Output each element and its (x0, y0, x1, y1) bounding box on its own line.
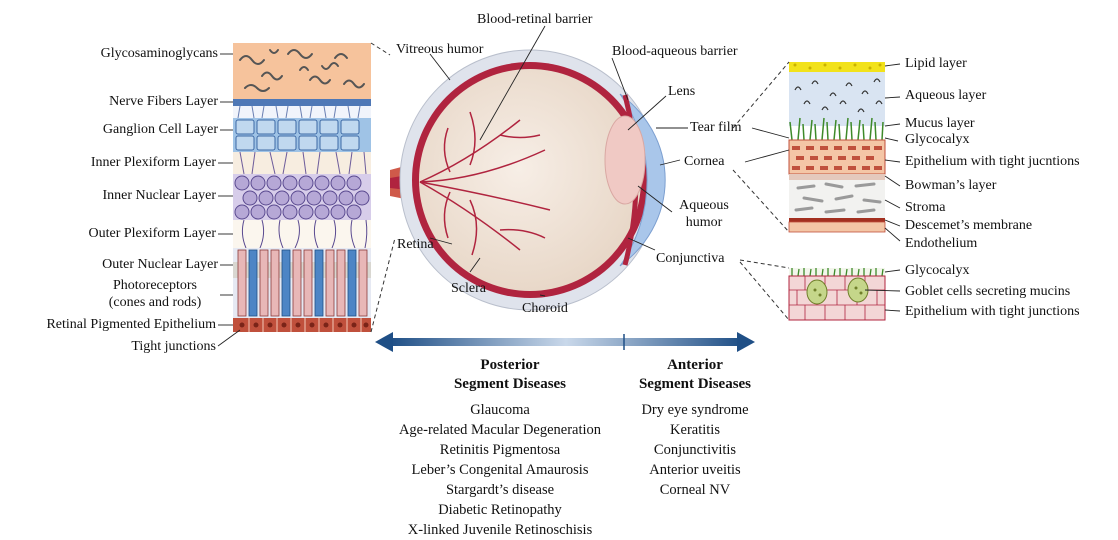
label-rpe: Retinal Pigmented Epithelium (46, 316, 216, 333)
disease-item: Corneal NV (615, 480, 775, 500)
anterior-segment-heading: Anterior Segment Diseases (620, 356, 770, 394)
disease-item: Diabetic Retinopathy (370, 500, 630, 520)
posterior-heading-line1: Posterior (420, 356, 600, 375)
label-mucus-layer: Mucus layer (905, 115, 975, 132)
label-photoreceptors-line2: (cones and rods) (90, 294, 220, 311)
label-retina: Retina (397, 236, 434, 253)
label-inner-nuclear: Inner Nuclear Layer (103, 187, 216, 204)
disease-item: Dry eye syndrome (615, 400, 775, 420)
label-aqueous-humor-line1: Aqueous (664, 197, 744, 214)
label-tear-film: Tear film (690, 119, 742, 136)
conjunctiva-block (789, 268, 885, 320)
label-cornea: Cornea (684, 153, 724, 170)
label-ganglion-cell: Ganglion Cell Layer (103, 121, 218, 138)
outer-plexiform-layer (233, 220, 371, 248)
label-corneal-epithelium: Epithelium with tight jucntions (905, 153, 1080, 170)
label-aqueous-layer: Aqueous layer (905, 87, 986, 104)
disease-item: Age-related Macular Degeneration (370, 420, 630, 440)
disease-item: Stargardt’s disease (370, 480, 630, 500)
label-vitreous-humor: Vitreous humor (396, 41, 483, 58)
label-conjunctival-epithelium: Epithelium with tight junctions (905, 303, 1080, 320)
disease-item: Anterior uveitis (615, 460, 775, 480)
disease-item: Retinitis Pigmentosa (370, 440, 630, 460)
label-outer-plexiform: Outer Plexiform Layer (88, 225, 216, 242)
label-tight-junctions: Tight junctions (131, 338, 216, 355)
label-choroid: Choroid (522, 300, 568, 317)
label-photoreceptors-line1: Photoreceptors (90, 277, 220, 294)
anterior-heading-line1: Anterior (620, 356, 770, 375)
label-blood-retinal-barrier: Blood-retinal barrier (477, 11, 592, 28)
label-photoreceptors: Photoreceptors (cones and rods) (90, 277, 220, 311)
conjunctiva-zoom-lines (740, 260, 789, 320)
label-corneal-glycocalyx: Glycocalyx (905, 131, 970, 148)
gag-layer (233, 43, 371, 99)
disease-item: X-linked Juvenile Retinoschisis (370, 520, 630, 540)
label-endothelium: Endothelium (905, 235, 977, 252)
label-sclera: Sclera (451, 280, 486, 297)
label-aqueous-humor-line2: humor (664, 214, 744, 231)
label-stroma: Stroma (905, 199, 945, 216)
label-descemet-membrane: Descemet’s membrane (905, 217, 1032, 234)
disease-item: Keratitis (615, 420, 775, 440)
segment-arrow (375, 332, 755, 352)
label-conjunctiva: Conjunctiva (656, 250, 724, 267)
label-goblet-cells: Goblet cells secreting mucins (905, 283, 1070, 300)
label-glycosaminoglycans: Glycosaminoglycans (101, 45, 218, 62)
label-lens: Lens (668, 83, 695, 100)
label-blood-aqueous-barrier: Blood-aqueous barrier (612, 43, 738, 60)
anterior-disease-list: Dry eye syndrome Keratitis Conjunctiviti… (615, 400, 775, 500)
cornea-block (789, 62, 885, 232)
posterior-heading-line2: Segment Diseases (420, 375, 600, 394)
label-nerve-fibers: Nerve Fibers Layer (109, 93, 218, 110)
label-conjunctival-glycocalyx: Glycocalyx (905, 262, 970, 279)
nerve-fiber-layer (233, 99, 371, 106)
retina-block (233, 43, 371, 332)
disease-item: Leber’s Congenital Amaurosis (370, 460, 630, 480)
label-lipid-layer: Lipid layer (905, 55, 967, 72)
label-outer-nuclear: Outer Nuclear Layer (102, 256, 218, 273)
disease-item: Conjunctivitis (615, 440, 775, 460)
posterior-disease-list: Glaucoma Age-related Macular Degeneratio… (370, 400, 630, 540)
label-bowman-layer: Bowman’s layer (905, 177, 996, 194)
label-inner-plexiform: Inner Plexiform Layer (91, 154, 216, 171)
posterior-segment-heading: Posterior Segment Diseases (420, 356, 600, 394)
label-aqueous-humor: Aqueous humor (664, 197, 744, 231)
disease-item: Glaucoma (370, 400, 630, 420)
anterior-heading-line2: Segment Diseases (620, 375, 770, 394)
